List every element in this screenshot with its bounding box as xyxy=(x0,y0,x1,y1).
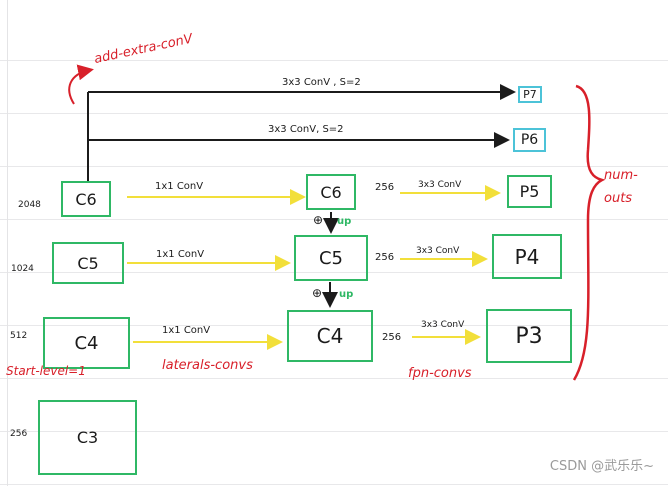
edge-label-fpn-p3: 3x3 ConV xyxy=(421,320,465,330)
annotation-fpn-convs: fpn-convs xyxy=(408,366,472,381)
add-extra-conv-arrow xyxy=(68,64,94,105)
num-outs-brace xyxy=(572,84,606,381)
channel-label-mid-p3: 256 xyxy=(382,332,402,343)
node-c6-lateral-label: C6 xyxy=(320,182,342,202)
edge-label-lateral-c5: 1x1 ConV xyxy=(156,249,205,260)
node-p4-output-label: P4 xyxy=(514,244,540,269)
node-p3-output: P3 xyxy=(486,309,572,363)
plus-marker-1: ⊕ xyxy=(313,213,324,227)
node-p3-output-label: P3 xyxy=(515,323,543,349)
paper-margin-line xyxy=(7,0,8,486)
node-c4-input-label: C4 xyxy=(74,332,99,354)
node-c6-lateral: C6 xyxy=(306,174,356,210)
node-c4-input: C4 xyxy=(43,317,130,369)
channel-label-c6: 2048 xyxy=(18,200,41,210)
up-label-2: up xyxy=(339,289,354,300)
channel-label-mid-p4: 256 xyxy=(375,252,395,263)
watermark: CSDN @武乐乐~ xyxy=(549,459,654,474)
node-p5-output-label: P5 xyxy=(519,182,540,201)
annotation-laterals-convs: laterals-convs xyxy=(162,358,253,373)
node-p6-output: P6 xyxy=(513,128,546,152)
node-p7-output: P7 xyxy=(518,86,542,103)
edge-label-extra-p7: 3x3 ConV , S=2 xyxy=(282,77,361,88)
node-c4-lateral: C4 xyxy=(287,310,373,362)
edge-label-fpn-p4: 3x3 ConV xyxy=(416,246,460,256)
edge-label-lateral-c6: 1x1 ConV xyxy=(155,181,204,192)
node-p6-output-label: P6 xyxy=(520,132,539,148)
edge-label-lateral-c4: 1x1 ConV xyxy=(162,325,211,336)
channel-label-c4: 512 xyxy=(10,331,28,341)
plus-marker-2: ⊕ xyxy=(312,286,323,300)
node-p5-output: P5 xyxy=(507,175,552,208)
annotation-start-level: Start-level=1 xyxy=(6,364,86,378)
up-label-1: up xyxy=(337,216,352,227)
edge-label-fpn-p5: 3x3 ConV xyxy=(418,180,462,190)
node-c6-input: C6 xyxy=(61,181,111,217)
node-c4-lateral-label: C4 xyxy=(316,324,344,348)
channel-label-c3: 256 xyxy=(10,429,28,439)
node-c5-input-label: C5 xyxy=(77,253,99,273)
node-p4-output: P4 xyxy=(492,234,562,279)
channel-label-c5: 1024 xyxy=(11,264,34,274)
node-p7-output-label: P7 xyxy=(523,88,537,101)
node-c5-input: C5 xyxy=(52,242,124,284)
edge-label-extra-p6: 3x3 ConV, S=2 xyxy=(268,124,344,135)
node-c6-input-label: C6 xyxy=(75,189,97,209)
annotation-num-outs-line1: num- xyxy=(604,168,638,183)
node-c5-lateral-label: C5 xyxy=(318,247,344,269)
node-c3-input-label: C3 xyxy=(76,428,99,447)
annotation-num-outs-line2: outs xyxy=(604,191,633,206)
node-c3-input: C3 xyxy=(38,400,137,475)
node-c5-lateral: C5 xyxy=(294,235,368,281)
channel-label-mid-p5: 256 xyxy=(375,182,395,193)
